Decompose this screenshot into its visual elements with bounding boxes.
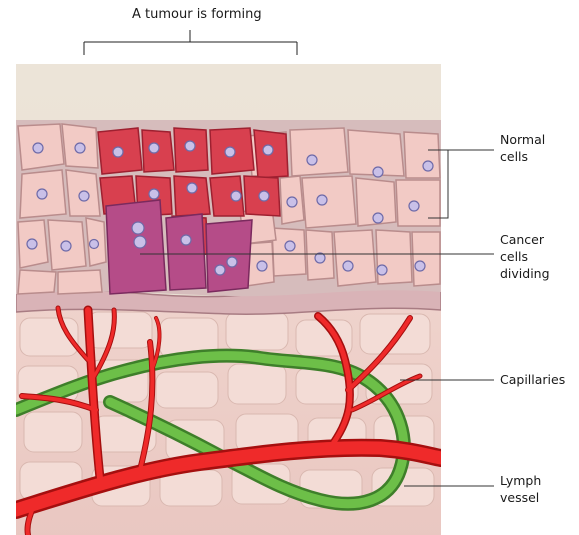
tumour-bracket bbox=[84, 30, 297, 55]
label-lymph-vessel-line-1: Lymph bbox=[500, 472, 541, 489]
label-normal-cells: Normal cells bbox=[500, 131, 545, 165]
label-lymph-vessel: Lymph vessel bbox=[500, 472, 541, 506]
label-cancer-cells-line-3: dividing bbox=[500, 265, 550, 282]
label-lymph-vessel-line-2: vessel bbox=[500, 489, 541, 506]
label-cancer-cells-line-1: Cancer bbox=[500, 231, 550, 248]
label-normal-cells-line-2: cells bbox=[500, 148, 545, 165]
label-normal-cells-line-1: Normal bbox=[500, 131, 545, 148]
label-cancer-cells-dividing: Cancer cells dividing bbox=[500, 231, 550, 282]
label-capillaries: Capillaries bbox=[500, 371, 565, 388]
label-capillaries-line-1: Capillaries bbox=[500, 371, 565, 388]
label-cancer-cells-line-2: cells bbox=[500, 248, 550, 265]
diagram-title: A tumour is forming bbox=[132, 6, 262, 23]
